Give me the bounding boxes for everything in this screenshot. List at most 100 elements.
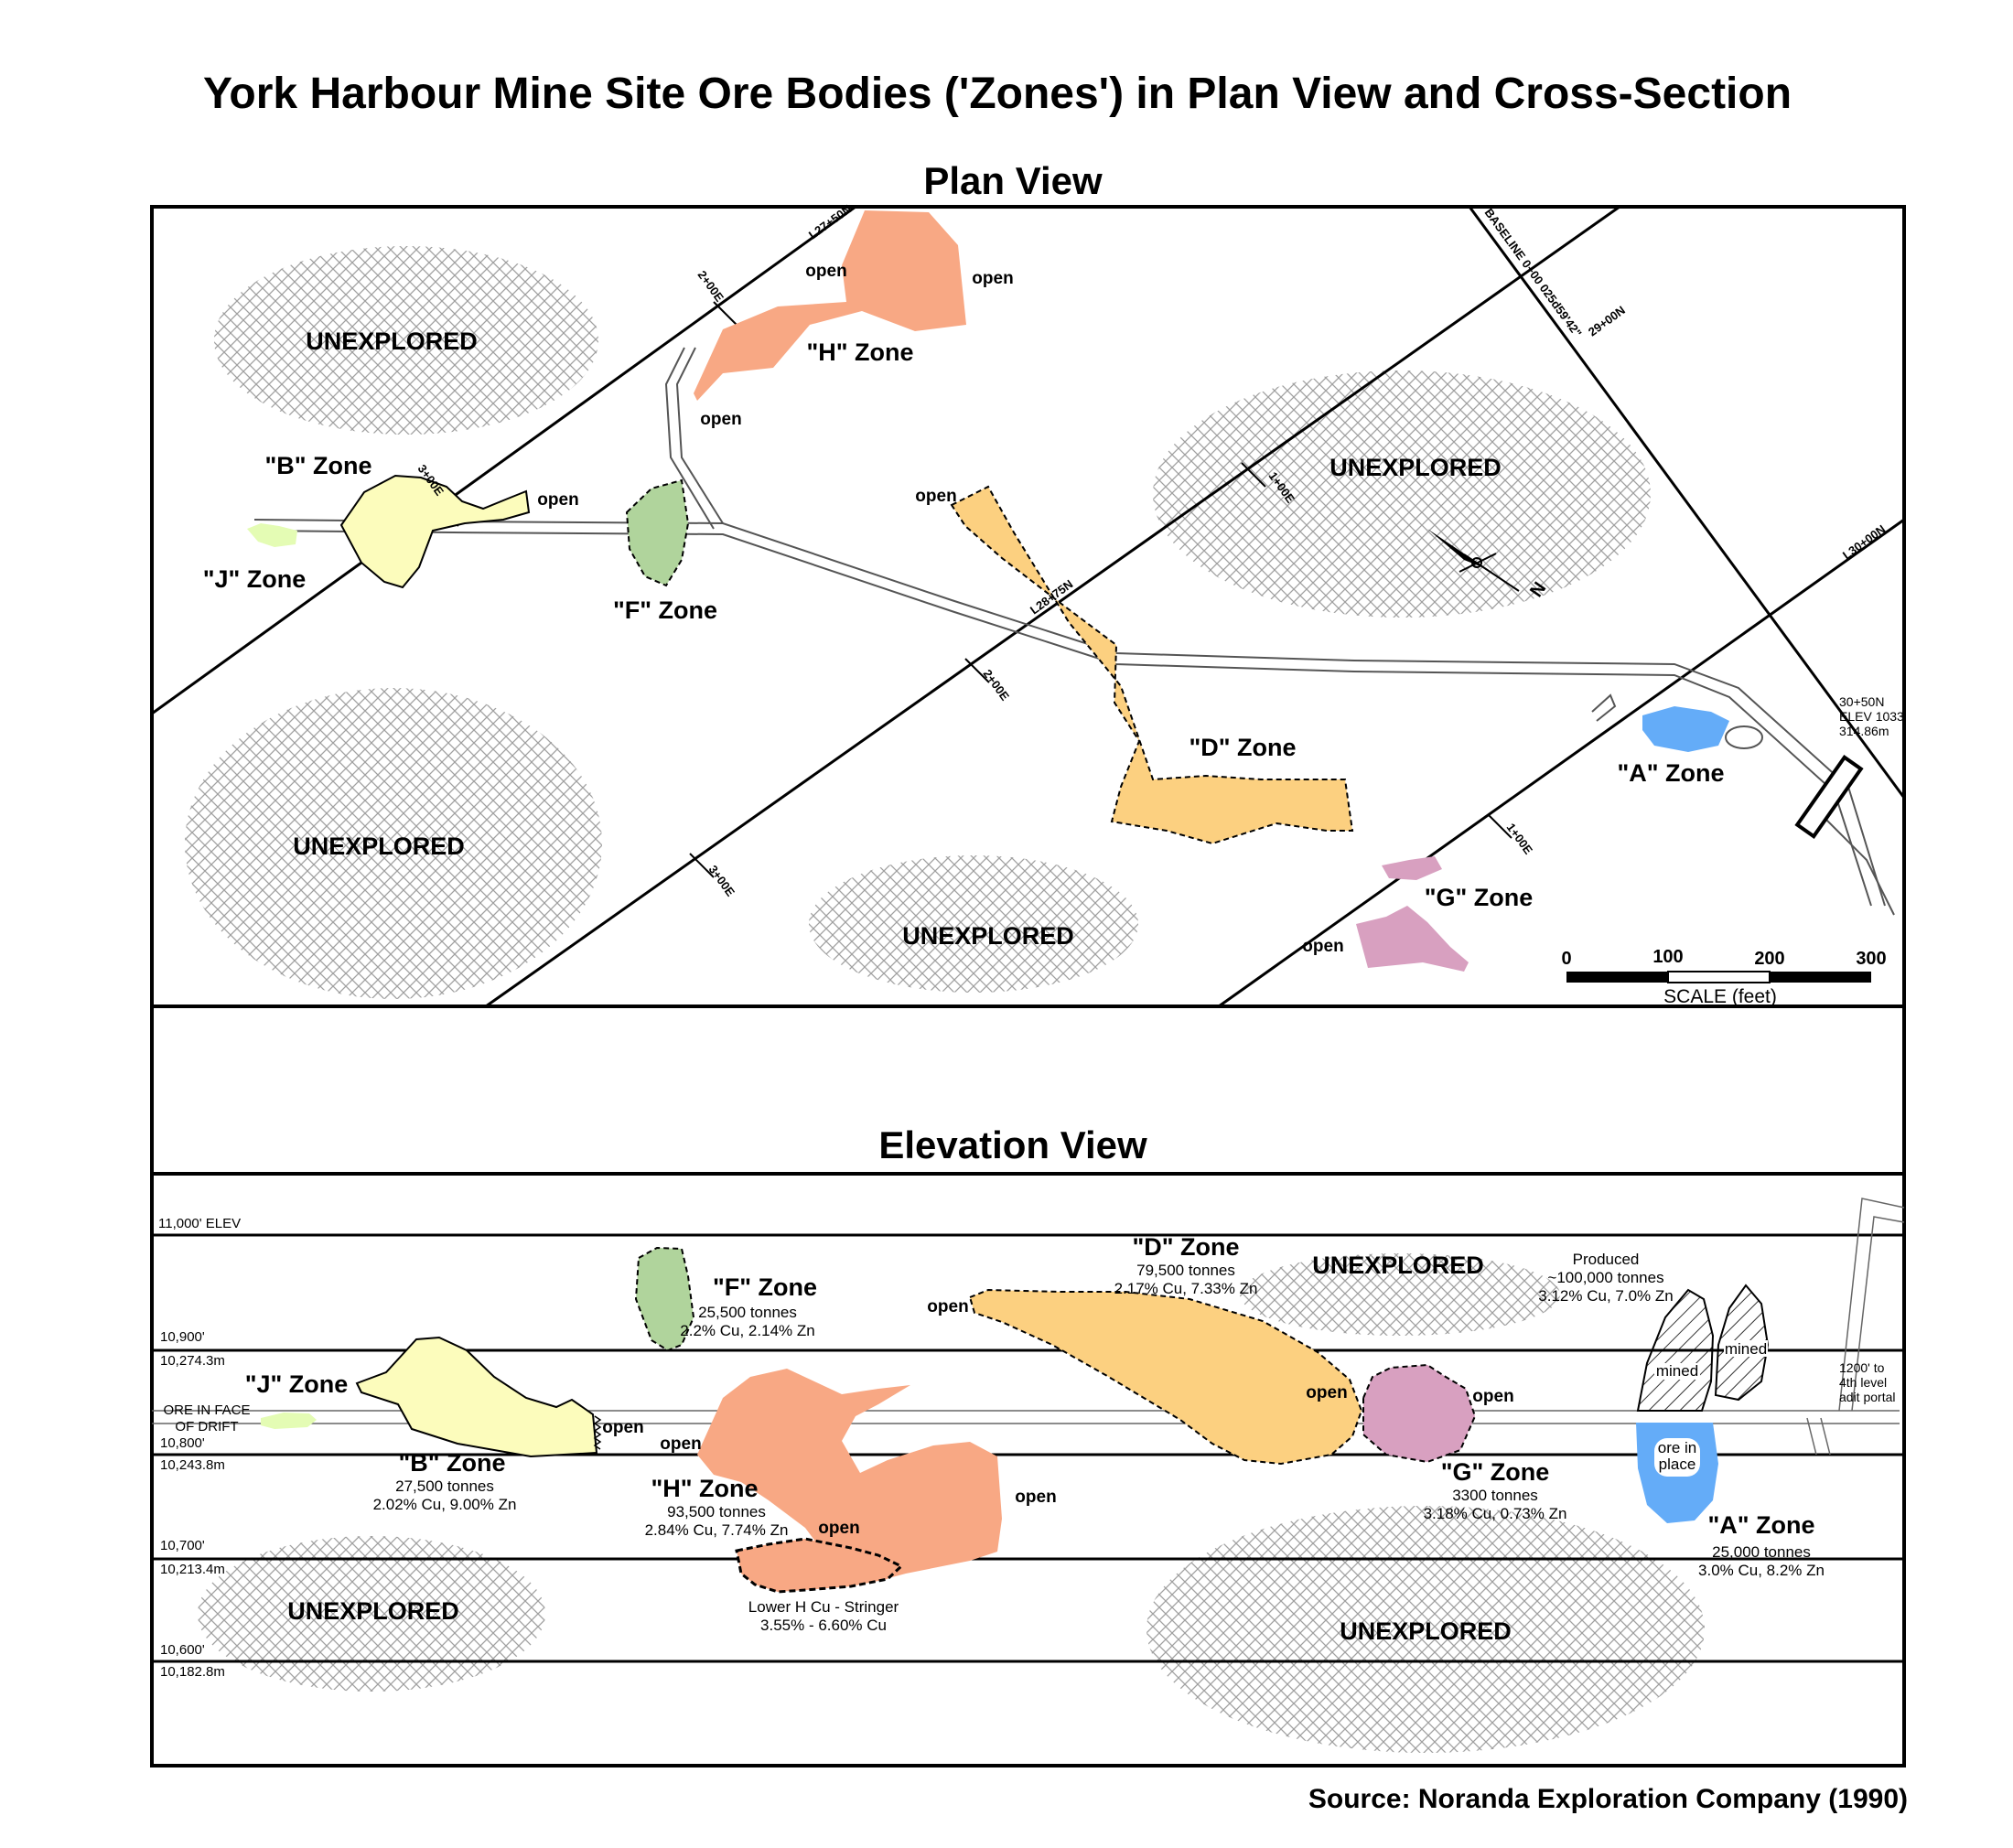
adit-note-line1: 1200' to	[1839, 1360, 1885, 1375]
scale-label: SCALE (feet)	[1663, 986, 1777, 1007]
elev-g-zone-tonnes: 3300 tonnes	[1452, 1487, 1538, 1504]
plan-j-zone-orebody	[247, 523, 297, 547]
plan-g-zone-upper-orebody	[1382, 856, 1442, 880]
plan-f-zone-label: "F" Zone	[613, 596, 717, 624]
elev-d-zone-orebody	[968, 1288, 1363, 1466]
elev-f-zone-label: "F" Zone	[713, 1273, 817, 1301]
elev-unexplored-label-upper: UNEXPLORED	[1312, 1252, 1484, 1279]
elev-b-zone-tonnes: 27,500 tonnes	[395, 1477, 494, 1495]
compass-symbol	[1427, 529, 1520, 592]
elev-a-zone-grade: 3.0% Cu, 8.2% Zn	[1698, 1562, 1825, 1579]
elev-open-label-h-left: open	[660, 1434, 701, 1454]
plan-f-zone-orebody	[625, 478, 690, 587]
adit-note-line2: 4th level	[1839, 1375, 1887, 1390]
elevation-view-heading: Elevation View	[878, 1123, 1147, 1166]
elev-open-label-b: open	[602, 1418, 643, 1437]
mined-right-label-box	[1724, 1340, 1768, 1357]
plan-drift-tunnel	[253, 347, 1895, 916]
mined-label-left: mined	[1656, 1362, 1698, 1380]
elev-b-zone-label: "B" Zone	[398, 1449, 505, 1477]
elev-open-label-d-g: open	[1306, 1383, 1347, 1402]
produced-label: Produced	[1573, 1251, 1640, 1268]
plan-d-zone-label: "D" Zone	[1189, 734, 1296, 761]
grid-label-2-00e-mid: 2+00E	[981, 667, 1013, 704]
source-credit: Source: Noranda Exploration Company (199…	[1308, 1784, 1908, 1814]
elev-unexplored-label-right: UNEXPLORED	[1340, 1617, 1512, 1645]
grid-label-1-00e-bot: 1+00E	[1504, 821, 1536, 857]
plan-open-label-b: open	[537, 490, 578, 510]
elev-g-zone-label: "G" Zone	[1441, 1458, 1550, 1486]
level-label-10900-m: 10,274.3m	[160, 1353, 225, 1369]
elev-unexplored-area-left	[198, 1536, 545, 1692]
level-label-10600-m: 10,182.8m	[160, 1664, 225, 1680]
lower-h-stringer-grade: 3.55% - 6.60% Cu	[760, 1617, 887, 1634]
plan-open-label-g: open	[1302, 937, 1343, 956]
elev-j-zone-label: "J" Zone	[245, 1370, 349, 1398]
elev-a-zone-label: "A" Zone	[1707, 1511, 1814, 1539]
grid-line-baseline	[1468, 206, 1906, 799]
plan-h-zone-label: "H" Zone	[806, 338, 913, 366]
plan-unexplored-label-nw: UNEXPLORED	[306, 328, 478, 355]
ore-in-place-line2: place	[1659, 1456, 1696, 1473]
grid-line-l30-00n	[1218, 518, 1905, 1008]
portal-elevation-ft: ELEV 1033'	[1839, 709, 1907, 724]
adit-portal-symbol	[1794, 755, 1864, 839]
produced-grade: 3.12% Cu, 7.0% Zn	[1538, 1287, 1673, 1305]
scale-tick-300: 300	[1856, 949, 1886, 969]
drift-face-marker	[593, 1415, 602, 1450]
grid-label-l30-00n: L30+00N	[1840, 522, 1888, 563]
elev-g-zone-grade: 3.18% Cu, 0.73% Zn	[1424, 1505, 1567, 1522]
lower-h-stringer-label: Lower H Cu - Stringer	[748, 1598, 899, 1616]
figure-title: York Harbour Mine Site Ore Bodies ('Zone…	[203, 70, 1792, 118]
plan-a-zone-label: "A" Zone	[1617, 759, 1724, 787]
plan-unexplored-area-s	[809, 855, 1138, 993]
plan-view: N 0 100 200 300 SCALE (feet) "H" Zone "B…	[151, 202, 1907, 1008]
plan-open-label-d: open	[915, 487, 956, 506]
grid-label-baseline: BASELINE 0+00 025d59'42"	[1482, 206, 1585, 339]
elev-d-zone-label: "D" Zone	[1132, 1233, 1239, 1261]
elev-h-zone-label: "H" Zone	[651, 1475, 758, 1502]
elev-f-zone-orebody	[634, 1246, 695, 1352]
adit-note-line3: adit portal	[1839, 1390, 1895, 1404]
elev-h-zone-orebody	[697, 1369, 1002, 1581]
ore-in-place-line1: ore in	[1658, 1439, 1697, 1456]
elev-open-label-d: open	[927, 1297, 968, 1316]
elev-j-zone-orebody	[261, 1413, 317, 1429]
elev-d-zone-tonnes: 79,500 tonnes	[1136, 1262, 1235, 1279]
plan-h-zone-orebody	[694, 210, 966, 401]
elev-unexplored-area-upper	[1240, 1253, 1560, 1336]
plan-b-zone-label: "B" Zone	[264, 452, 371, 479]
plan-unexplored-label-s: UNEXPLORED	[902, 922, 1074, 950]
level-label-10900: 10,900'	[160, 1329, 205, 1345]
plan-open-label-h-right: open	[972, 269, 1013, 288]
elev-g-zone-orebody	[1362, 1363, 1477, 1464]
mined-left-label-box	[1654, 1363, 1700, 1380]
level-label-10800: 10,800'	[160, 1435, 205, 1451]
grid-label-3-00e-bot: 3+00E	[706, 863, 738, 899]
elev-h-zone-tonnes: 93,500 tonnes	[667, 1503, 766, 1520]
level-label-11000: 11,000' ELEV	[158, 1216, 241, 1231]
ore-in-face-line2: OF DRIFT	[175, 1419, 238, 1434]
plan-g-zone-lower-orebody	[1356, 906, 1469, 972]
scale-tick-0: 0	[1561, 949, 1571, 969]
grid-label-2-00e-top: 2+00E	[695, 268, 727, 305]
elev-f-zone-grade: 2.2% Cu, 2.14% Zn	[680, 1322, 814, 1339]
elev-unexplored-label-left: UNEXPLORED	[287, 1597, 459, 1625]
plan-unexplored-area-sw	[185, 688, 602, 999]
plan-unexplored-area-nw	[214, 246, 598, 435]
ore-in-face-line1: ORE IN FACE	[163, 1402, 250, 1418]
level-label-10700-m: 10,213.4m	[160, 1562, 225, 1577]
elev-open-label-lower-h: open	[818, 1519, 859, 1538]
elev-a-zone-tonnes: 25,000 tonnes	[1712, 1543, 1811, 1561]
plan-d-zone-orebody	[950, 485, 1354, 845]
mined-label-right: mined	[1725, 1340, 1767, 1358]
elev-open-label-h-right: open	[1015, 1488, 1056, 1507]
plan-unexplored-label-ne: UNEXPLORED	[1329, 454, 1502, 481]
plan-j-zone-label: "J" Zone	[203, 565, 307, 593]
scale-tick-100: 100	[1652, 947, 1683, 967]
elev-f-zone-tonnes: 25,500 tonnes	[698, 1304, 797, 1321]
plan-open-label-h-top: open	[805, 262, 846, 281]
figure-frame	[150, 205, 1906, 1767]
scale-bar	[1566, 971, 1871, 983]
